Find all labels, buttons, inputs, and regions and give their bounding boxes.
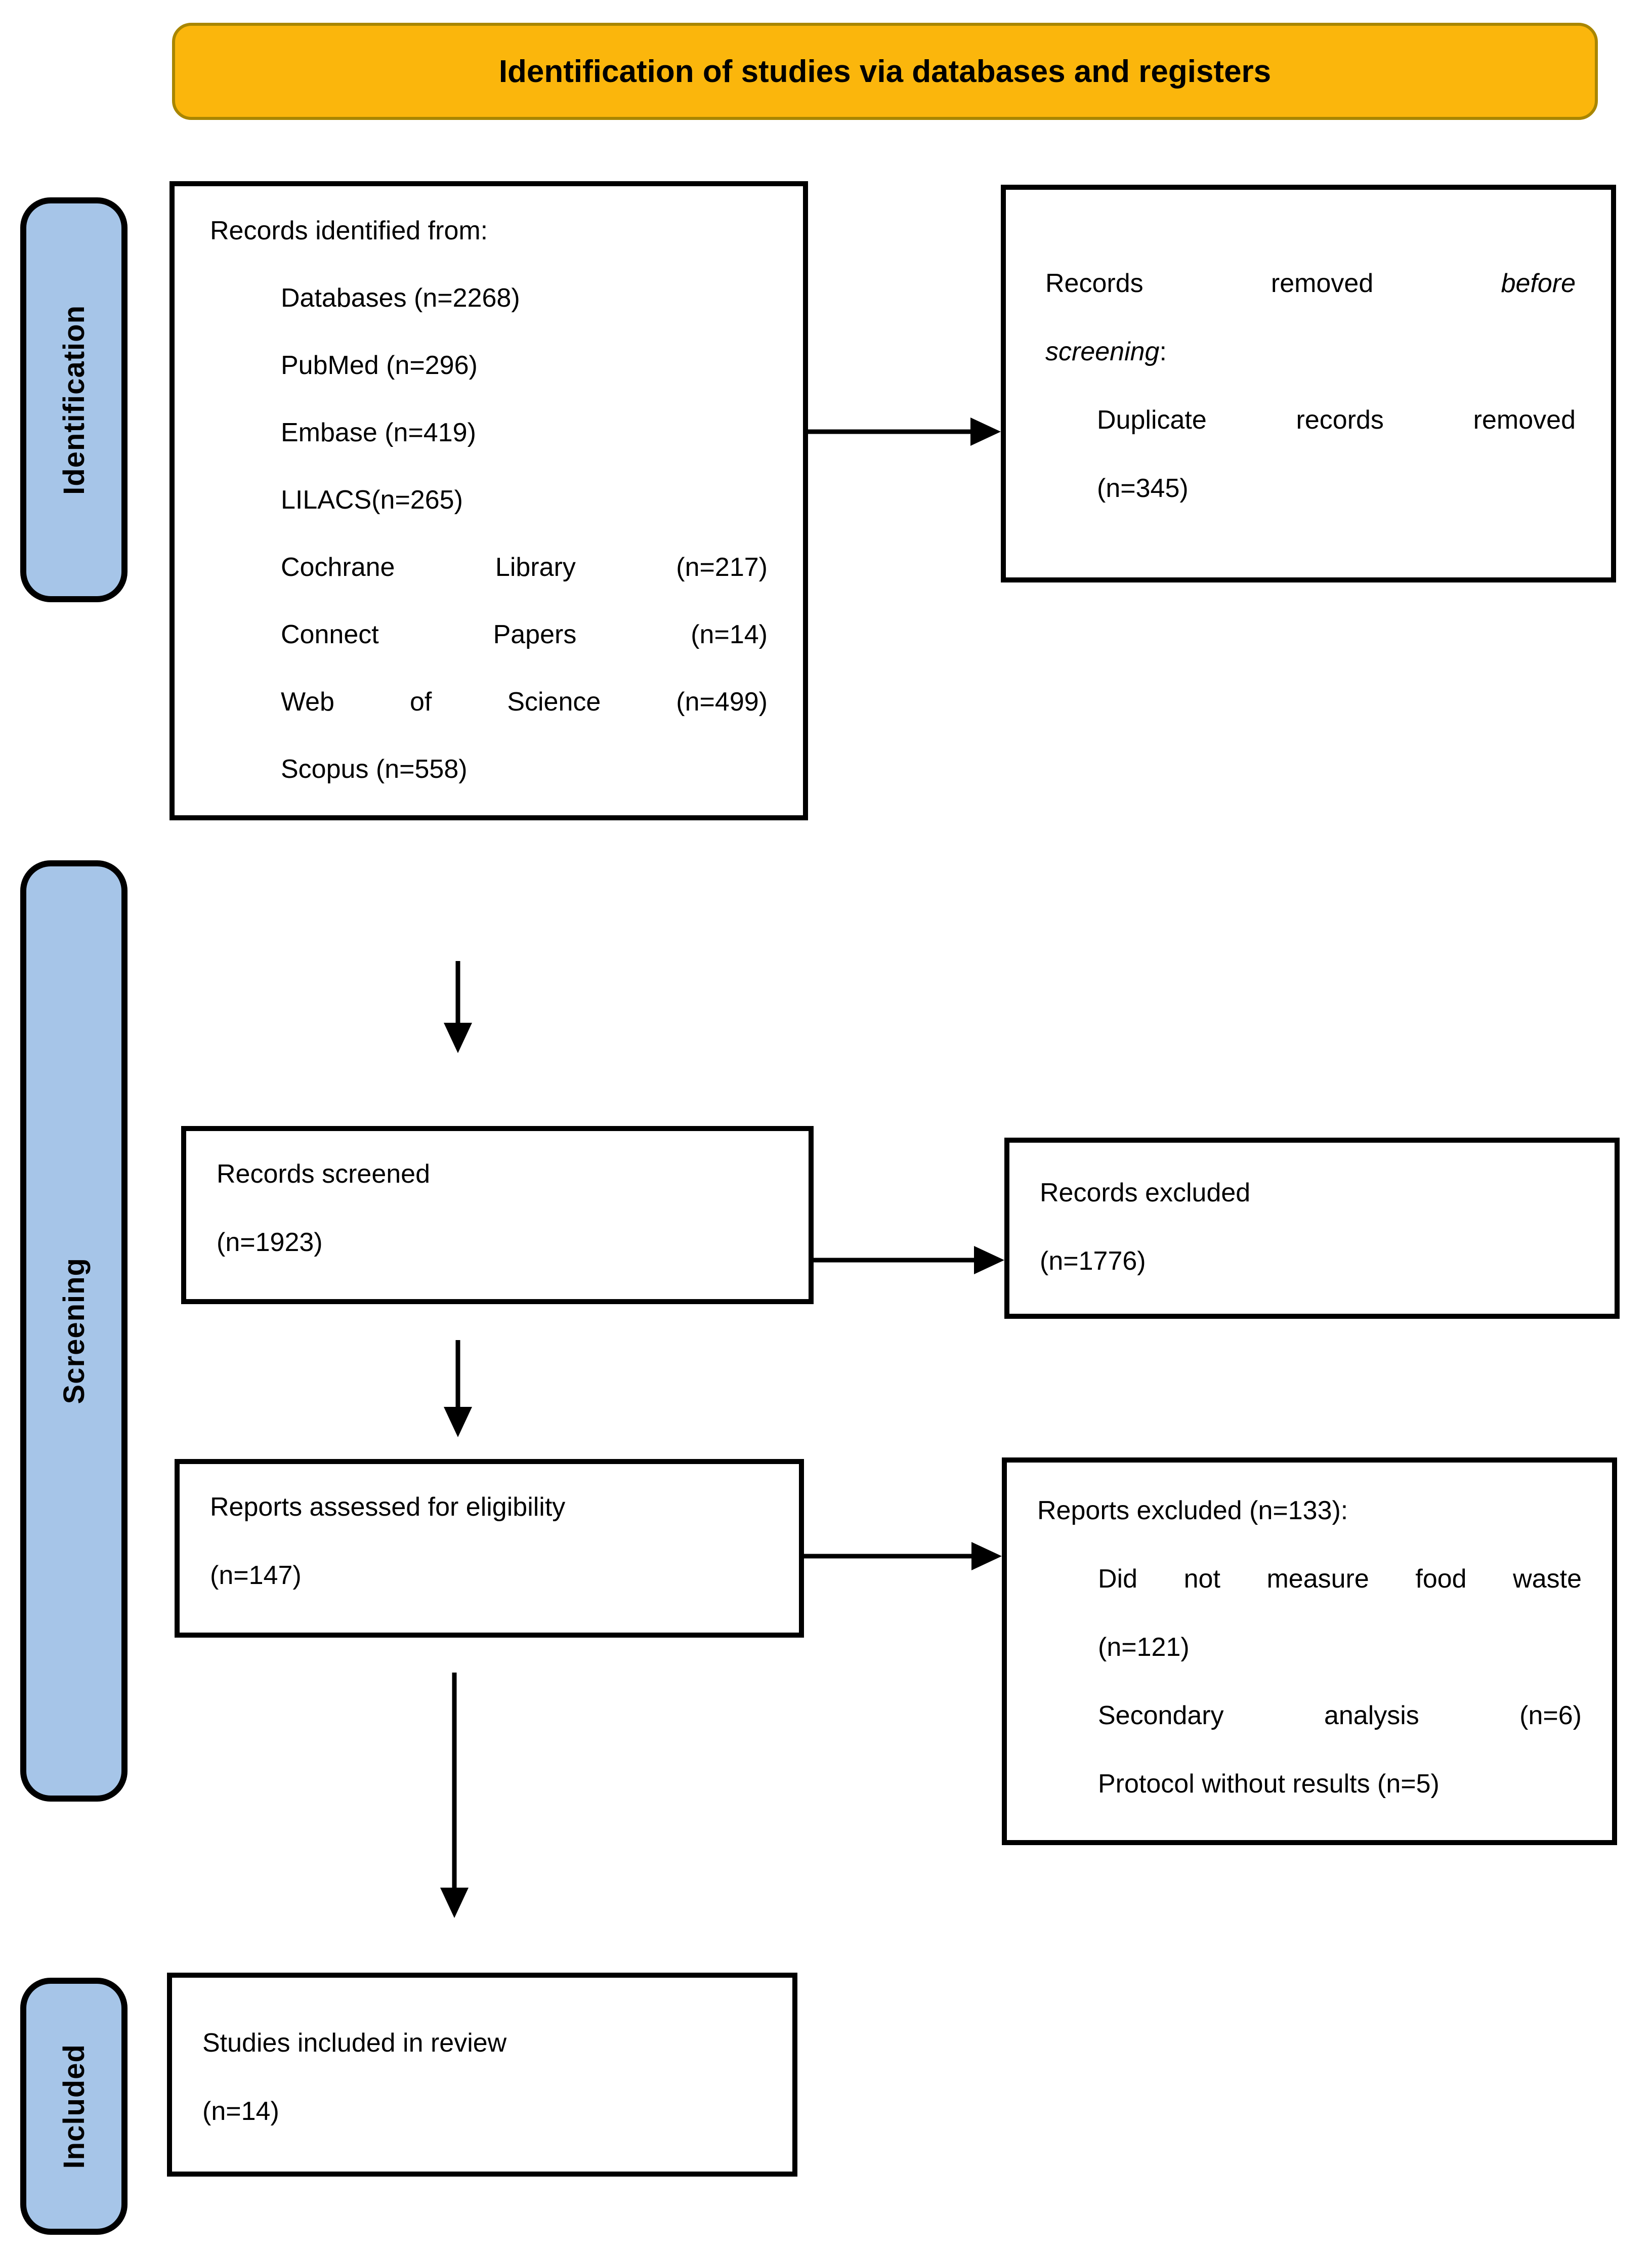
arrow-assessed-to-reports-excluded-icon — [804, 1542, 1002, 1570]
stage-label-screening-text: Screening — [57, 1258, 91, 1404]
banner-identification-via-databases: Identification of studies via databases … — [172, 23, 1598, 120]
records-identified-title: Records identified from: — [210, 216, 488, 245]
records-screened-count: (n=1923) — [217, 1228, 323, 1257]
stage-label-screening: Screening — [20, 860, 128, 1802]
studies-included-count: (n=14) — [202, 2097, 279, 2126]
source-embase: Embase (n=419) — [281, 418, 476, 447]
duplicate-records-count: (n=345) — [1097, 474, 1189, 503]
excluded-reason-no-food-waste: Did not measure food waste — [1098, 1564, 1582, 1594]
records-removed-line-2: screening: — [1045, 337, 1167, 366]
reports-assessed-label: Reports assessed for eligibility — [210, 1492, 566, 1522]
box-records-removed-before-screening: Records removed before screening: Duplic… — [1001, 185, 1616, 582]
box-records-identified: Records identified from: Databases (n=22… — [170, 181, 808, 820]
source-databases: Databases (n=2268) — [281, 283, 520, 313]
banner-title: Identification of studies via databases … — [498, 54, 1272, 89]
records-excluded-count: (n=1776) — [1040, 1246, 1146, 1276]
duplicate-records-removed: Duplicate records removed — [1097, 405, 1576, 435]
box-records-screened: Records screened (n=1923) — [181, 1126, 814, 1304]
records-screened-label: Records screened — [217, 1159, 430, 1189]
excluded-reason-no-food-waste-count: (n=121) — [1098, 1633, 1190, 1662]
studies-included-label: Studies included in review — [202, 2028, 507, 2058]
box-studies-included: Studies included in review (n=14) — [167, 1973, 797, 2177]
reports-assessed-count: (n=147) — [210, 1561, 302, 1590]
source-lilacs: LILACS(n=265) — [281, 485, 463, 515]
arrow-screened-to-excluded-icon — [814, 1246, 1004, 1274]
excluded-reason-protocol: Protocol without results (n=5) — [1098, 1769, 1439, 1799]
source-cochrane: Cochrane Library (n=217) — [281, 553, 768, 582]
arrow-screened-to-assessed-icon — [444, 1340, 472, 1437]
arrow-identified-to-removed-icon — [808, 418, 1001, 446]
stage-label-included-text: Included — [57, 2044, 91, 2169]
box-records-excluded: Records excluded (n=1776) — [1004, 1138, 1620, 1319]
box-reports-excluded: Reports excluded (n=133): Did not measur… — [1002, 1457, 1617, 1845]
source-scopus: Scopus (n=558) — [281, 755, 468, 784]
box-reports-assessed: Reports assessed for eligibility (n=147) — [175, 1459, 804, 1638]
stage-label-included: Included — [20, 1978, 128, 2235]
excluded-reason-secondary-analysis: Secondary analysis (n=6) — [1098, 1701, 1582, 1730]
source-connect-papers: Connect Papers (n=14) — [281, 620, 768, 649]
arrow-assessed-to-included-icon — [440, 1673, 469, 1918]
records-removed-line-1: Records removed before — [1045, 269, 1576, 298]
source-web-of-science: Web of Science (n=499) — [281, 687, 768, 717]
arrow-identified-to-screened-icon — [444, 961, 472, 1053]
source-pubmed: PubMed (n=296) — [281, 351, 478, 380]
stage-label-identification: Identification — [20, 197, 128, 602]
reports-excluded-title: Reports excluded (n=133): — [1037, 1496, 1348, 1525]
stage-label-identification-text: Identification — [57, 305, 91, 495]
records-excluded-label: Records excluded — [1040, 1178, 1251, 1207]
